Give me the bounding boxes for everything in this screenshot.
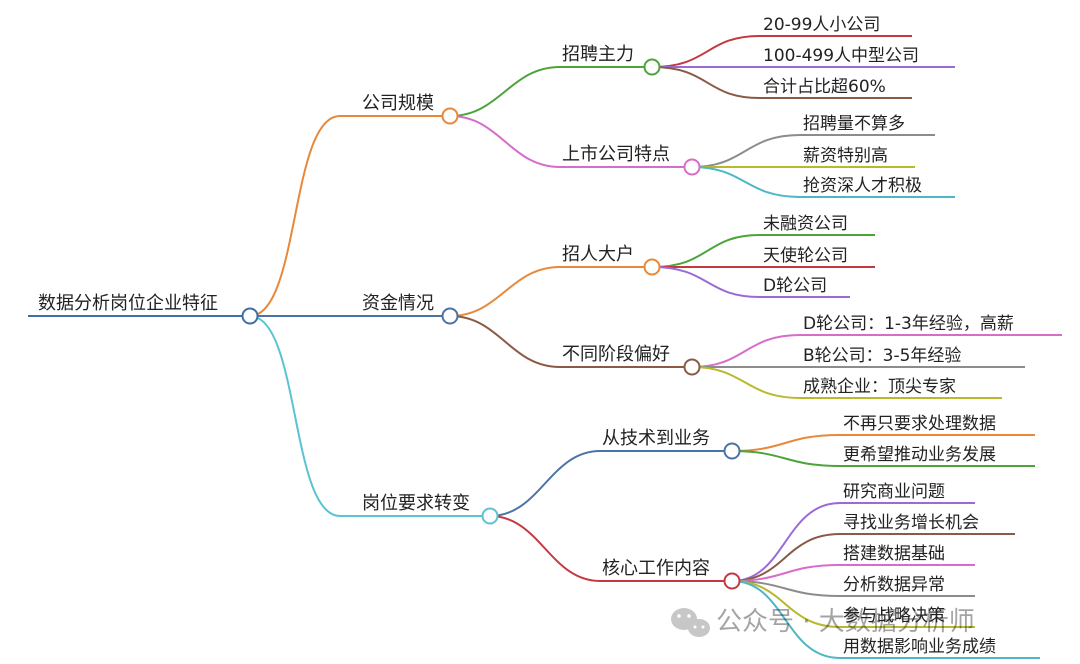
- edge-funding-stage-pref: [449, 315, 561, 368]
- wechat-icon: [671, 608, 710, 637]
- leaf-label: 天使轮公司: [763, 245, 848, 266]
- leaf-label: 参与战略决策: [843, 606, 945, 626]
- sub-label-core-work: 核心工作内容: [602, 558, 710, 579]
- edge-leaf-recruit-1: [651, 35, 761, 68]
- edge-leaf-stage-1: [691, 334, 801, 368]
- edge-leaf-tech-2: [731, 450, 841, 467]
- edge-root-company-size: [249, 115, 341, 317]
- edge-leaf-stage-3: [691, 366, 801, 399]
- leaf-label: 更希望推动业务发展: [843, 445, 996, 465]
- edge-leaf-tech-1: [731, 434, 841, 452]
- leaf-label: 合计占比超60%: [763, 77, 886, 97]
- leaf-label: 分析数据异常: [843, 575, 945, 595]
- leaf-label: 成熟企业：顶尖专家: [803, 376, 956, 397]
- leaf-label: 用数据影响业务成绩: [843, 637, 996, 657]
- sub-label-big-recruiter: 招人大户: [562, 244, 634, 265]
- leaf-label: 抢资深人才积极: [803, 176, 922, 196]
- leaf-label: 搭建数据基础: [843, 544, 945, 564]
- edge-leaf-core-2: [731, 533, 841, 582]
- sub-label-tech-to-biz: 从技术到业务: [602, 428, 710, 449]
- branch-label-funding: 资金情况: [362, 293, 434, 314]
- root-node-toggle[interactable]: [241, 307, 259, 325]
- leaf-label: 招聘量不算多: [803, 114, 905, 134]
- leaf-label: 20-99人小公司: [763, 15, 880, 35]
- branch-label-company-size: 公司规模: [362, 93, 434, 114]
- leaf-label: D轮公司: [763, 276, 827, 296]
- leaf-label: D轮公司：1-3年经验，高薪: [803, 314, 1014, 334]
- leaf-label: 薪资特别高: [803, 146, 888, 166]
- tech-to-biz-node-toggle[interactable]: [723, 442, 741, 460]
- edge-leaf-core-1: [731, 502, 841, 582]
- recruit-main-node-toggle[interactable]: [643, 58, 661, 76]
- core-work-node-toggle[interactable]: [723, 572, 741, 590]
- watermark-text: 公众号 · 大数据分析师: [716, 607, 975, 637]
- leaf-label: B轮公司：3-5年经验: [803, 346, 961, 366]
- edge-role-tech-to-biz: [489, 450, 601, 517]
- edge-leaf-recruit-3: [651, 66, 761, 99]
- edge-root-role-change: [249, 315, 341, 517]
- edge-leaf-core-6: [731, 580, 841, 659]
- leaf-label: 100-499人中型公司: [763, 46, 919, 66]
- edge-role-core-work: [489, 515, 601, 582]
- funding-node-toggle[interactable]: [441, 307, 459, 325]
- root-label: 数据分析岗位企业特征: [38, 293, 218, 314]
- sub-label-recruit-main: 招聘主力: [562, 44, 634, 65]
- edge-company-recruit-main: [449, 66, 561, 117]
- sub-label-stage-pref: 不同阶段偏好: [562, 344, 670, 365]
- stage-pref-node-toggle[interactable]: [683, 358, 701, 376]
- edge-leaf-listed-1: [691, 134, 801, 168]
- role-change-node-toggle[interactable]: [481, 507, 499, 525]
- leaf-label: 寻找业务增长机会: [843, 513, 979, 533]
- company-size-node-toggle[interactable]: [441, 107, 459, 125]
- edge-leaf-big-3: [651, 266, 761, 298]
- listed-node-toggle[interactable]: [683, 158, 701, 176]
- watermark: 公众号 · 大数据分析师: [671, 607, 975, 637]
- edge-leaf-listed-3: [691, 166, 801, 198]
- branch-label-role-change: 岗位要求转变: [362, 493, 470, 514]
- sub-label-listed: 上市公司特点: [562, 144, 670, 165]
- big-recruiter-node-toggle[interactable]: [643, 258, 661, 276]
- edge-company-listed: [449, 115, 561, 168]
- leaf-label: 研究商业问题: [843, 482, 945, 502]
- leaf-label: 不再只要求处理数据: [843, 414, 996, 434]
- edge-leaf-big-1: [651, 234, 761, 268]
- edge-leaf-core-3: [731, 564, 841, 582]
- leaf-label: 未融资公司: [763, 214, 848, 234]
- edge-funding-big-recruiter: [449, 266, 561, 317]
